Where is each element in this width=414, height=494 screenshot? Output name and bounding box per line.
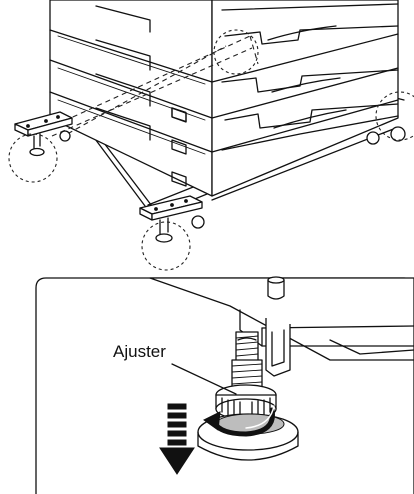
center-adjuster-highlight: [141, 221, 191, 271]
rotation-arrow: [203, 405, 275, 437]
adjuster-bolt: [231, 331, 263, 389]
left-foot-plate: [14, 111, 73, 157]
left-adjuster-highlight: [8, 133, 58, 183]
hidden-rail-lines: [39, 35, 259, 139]
base-plate: [149, 277, 414, 361]
adjuster-closeup-panel: Ajuster: [35, 276, 414, 494]
adjuster-leader-line: [171, 363, 237, 395]
rear-adjuster-highlight: [213, 29, 259, 75]
printer-body: [49, 0, 399, 197]
right-adjuster-highlight: [375, 91, 414, 141]
printer-stand-illustration: [8, 0, 414, 271]
plate-stud: [267, 280, 285, 300]
right-caster: [366, 126, 406, 145]
center-foot-plate: [139, 195, 205, 243]
adjuster-label: Ajuster: [113, 342, 166, 361]
plate-bracket: [265, 318, 291, 377]
lower-direction-arrow: [159, 403, 195, 475]
